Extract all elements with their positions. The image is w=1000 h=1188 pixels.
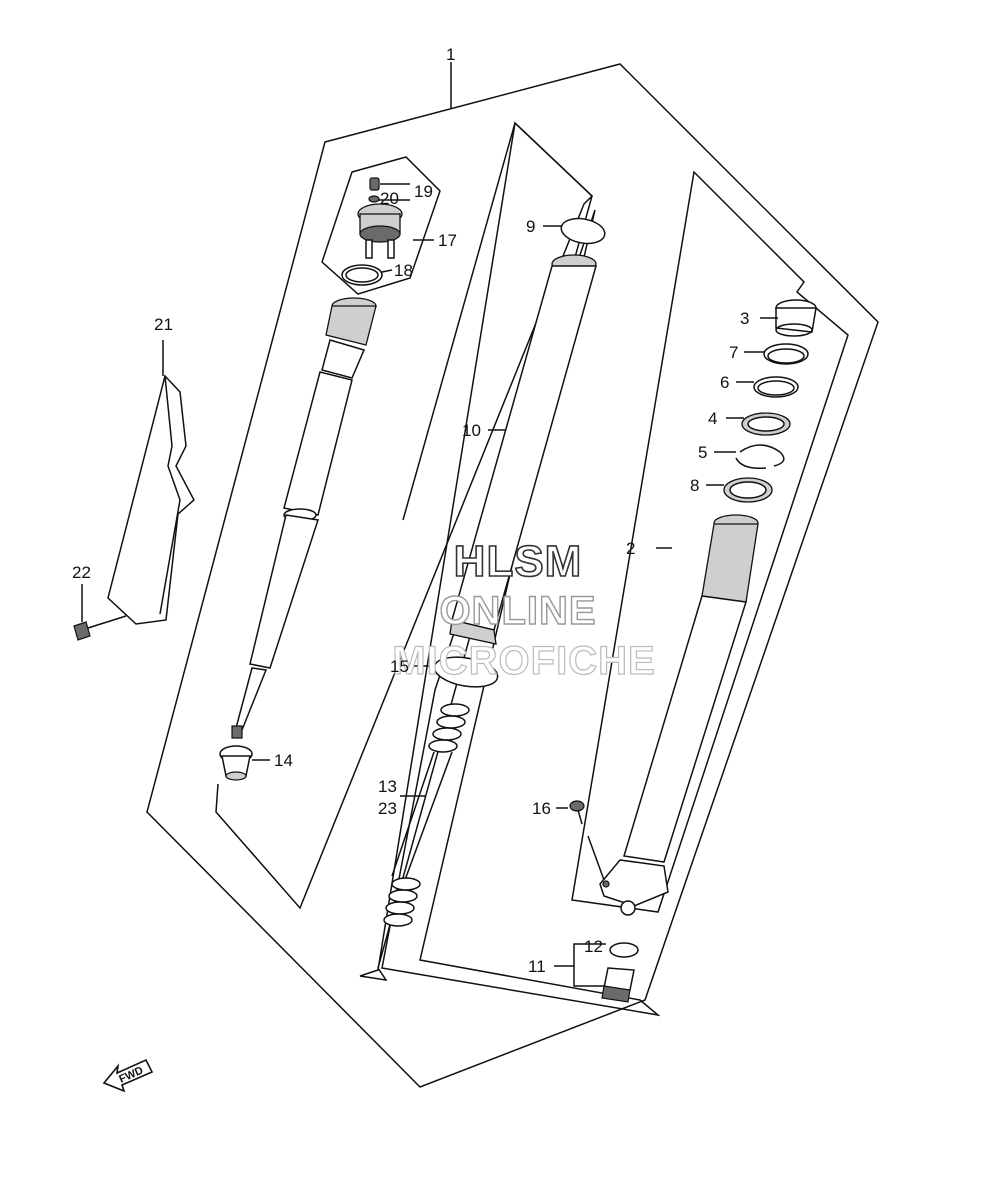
callout-6: 6 bbox=[720, 373, 729, 392]
fork-spring-13-icon bbox=[383, 703, 470, 927]
callout-7: 7 bbox=[729, 343, 738, 362]
watermark-line-3: MICROFICHE bbox=[392, 639, 655, 683]
damper-cartridge-icon bbox=[231, 297, 377, 739]
circlip-5-icon bbox=[735, 444, 785, 470]
bolt-22-icon bbox=[73, 615, 127, 641]
outer-tube-2-icon bbox=[599, 514, 759, 916]
callout-3: 3 bbox=[740, 309, 749, 328]
callout-5: 5 bbox=[698, 443, 707, 462]
callout-15: 15 bbox=[390, 657, 409, 676]
callout-17: 17 bbox=[438, 231, 457, 250]
callout-8: 8 bbox=[690, 476, 699, 495]
callout-11: 11 bbox=[528, 957, 546, 976]
inner-tube-group-outline bbox=[215, 122, 594, 910]
callout-4: 4 bbox=[708, 409, 717, 428]
callout-20: 20 bbox=[380, 189, 399, 208]
bushing-7-icon bbox=[763, 343, 809, 365]
callout-19: 19 bbox=[414, 182, 433, 201]
o-ring-18-inner bbox=[345, 267, 379, 283]
callout-18: 18 bbox=[394, 261, 413, 280]
outer-tube-group-boundary bbox=[571, 170, 849, 913]
bushing-3-icon bbox=[775, 299, 817, 337]
damper-cap-17-icon bbox=[357, 203, 403, 259]
inner-tube-10-icon bbox=[449, 254, 597, 645]
callout-2: 2 bbox=[626, 539, 635, 558]
watermark-line-2: ONLINE bbox=[439, 589, 596, 633]
fwd-arrow-icon: FWD bbox=[102, 1058, 154, 1093]
assembly-1-boundary bbox=[146, 63, 879, 1088]
leader-11-bracket bbox=[573, 943, 606, 987]
oil-seal-8-icon bbox=[723, 477, 773, 503]
cartridge-group-outline bbox=[402, 122, 516, 521]
drain-plug-11-icon bbox=[601, 967, 635, 1003]
callout-9: 9 bbox=[526, 217, 535, 236]
callout-22: 22 bbox=[72, 563, 91, 582]
callout-1: 1 bbox=[446, 45, 455, 64]
watermark-line-1: HLSM bbox=[454, 537, 583, 586]
washer-12-icon bbox=[609, 942, 639, 958]
callout-10: 10 bbox=[462, 421, 481, 440]
o-ring-9-icon bbox=[560, 217, 606, 245]
bolt-19-icon bbox=[369, 177, 380, 191]
dust-seal-4-icon bbox=[741, 412, 791, 436]
washer-20-icon bbox=[368, 195, 380, 203]
o-ring-15-icon bbox=[433, 656, 499, 688]
washer-6-icon bbox=[753, 376, 799, 398]
bleed-screw-16-icon bbox=[569, 800, 585, 825]
fwd-label: FWD bbox=[117, 1065, 145, 1086]
callout-16: 16 bbox=[532, 799, 551, 818]
callout-13: 13 bbox=[378, 777, 397, 796]
fork-guard-21-icon bbox=[107, 374, 195, 625]
callout-14: 14 bbox=[274, 751, 293, 770]
leader-16-b bbox=[587, 835, 605, 881]
collar-14-icon bbox=[219, 745, 253, 781]
top-cap-group-boundary bbox=[321, 156, 441, 295]
callout-23: 23 bbox=[378, 799, 397, 818]
leader-18 bbox=[381, 269, 393, 273]
callout-21: 21 bbox=[154, 315, 173, 334]
callout-12: 12 bbox=[584, 937, 603, 956]
